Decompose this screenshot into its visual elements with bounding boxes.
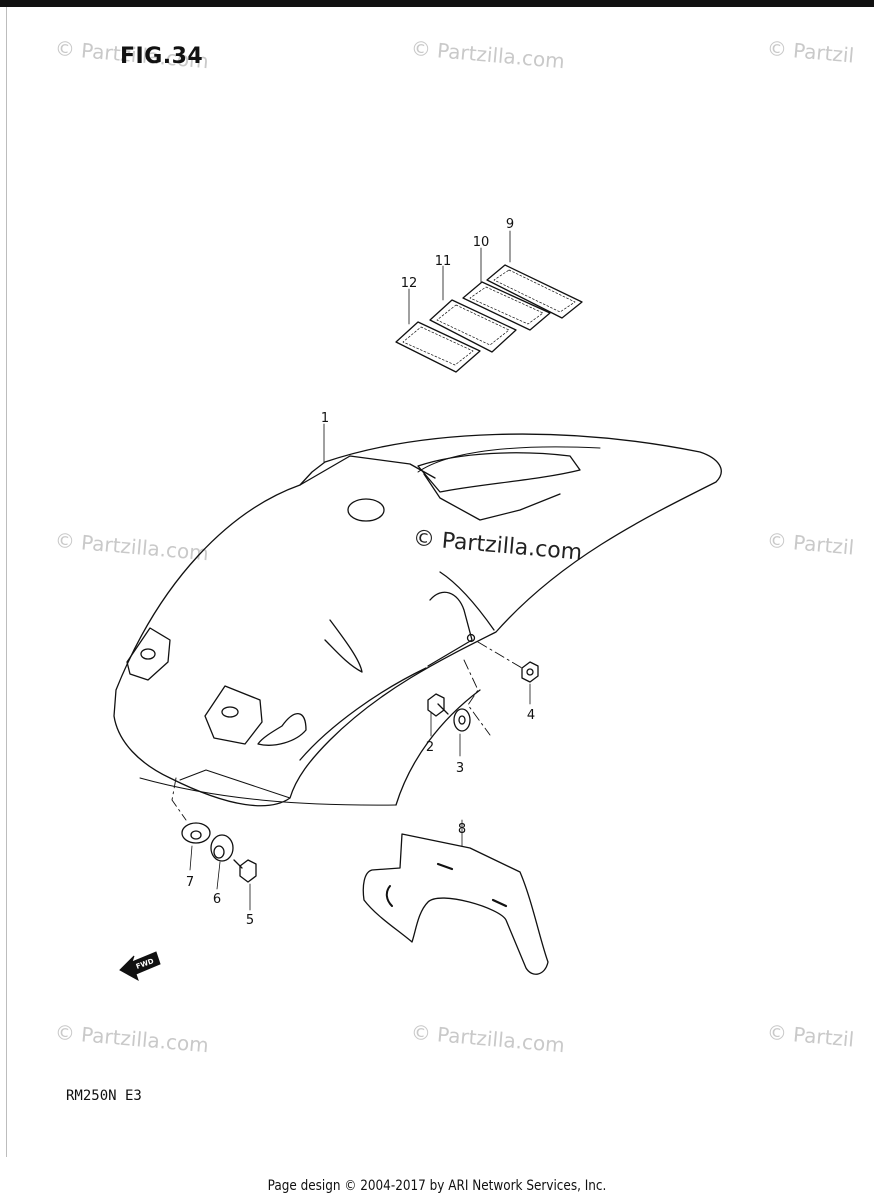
callout-3: 3 <box>456 761 464 776</box>
left-border <box>6 7 7 1157</box>
callout-10: 10 <box>473 235 490 250</box>
callout-labels: 1 2 3 4 5 6 7 8 9 10 11 12 <box>186 217 535 928</box>
callout-1: 1 <box>321 411 329 426</box>
decal-sheet-11 <box>429 299 517 353</box>
callout-12: 12 <box>401 276 418 291</box>
callout-7: 7 <box>186 875 194 890</box>
callout-11: 11 <box>435 254 452 269</box>
callout-6: 6 <box>213 892 221 907</box>
grommet-7 <box>181 822 211 844</box>
washer-3 <box>453 708 471 732</box>
callout-2: 2 <box>426 740 434 755</box>
rear-fender <box>113 433 722 807</box>
collar-6 <box>210 834 234 862</box>
nut-4 <box>521 661 539 683</box>
model-code: RM250N E3 <box>66 1088 142 1104</box>
assembly-lines <box>171 641 523 821</box>
bolt-5 <box>233 859 257 883</box>
leader-lines <box>189 230 531 911</box>
figure-title: FIG.34 <box>120 44 204 69</box>
callout-5: 5 <box>246 913 254 928</box>
top-border <box>0 0 874 7</box>
decal-sheet-9 <box>486 264 583 319</box>
decal-sheet-10 <box>462 281 551 331</box>
fwd-arrow-icon: FWD <box>119 951 161 982</box>
bolt-2 <box>427 693 449 717</box>
footer-copyright: Page design © 2004-2017 by ARI Network S… <box>267 1178 607 1194</box>
callout-9: 9 <box>506 217 514 232</box>
callout-4: 4 <box>527 708 535 723</box>
fender-bracket <box>362 833 549 975</box>
decal-sheet-12 <box>395 321 481 373</box>
callout-8: 8 <box>458 822 466 837</box>
